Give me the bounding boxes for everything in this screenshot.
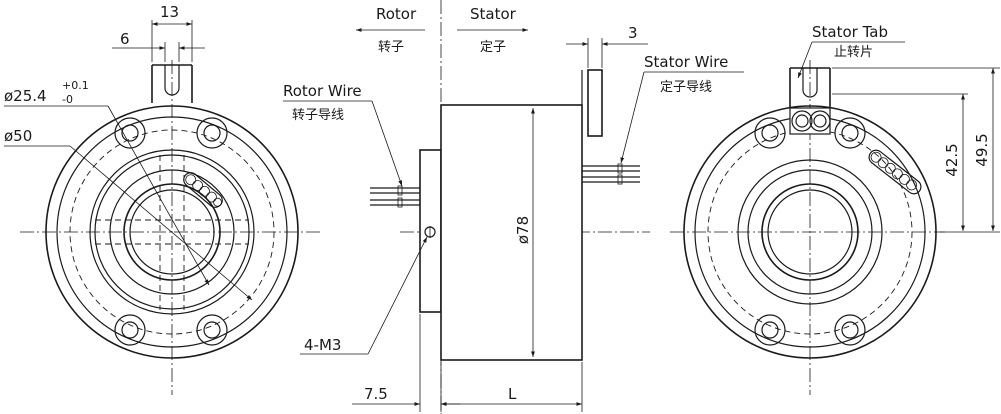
left-front-view: 13 6 ø25.4 +0.1 -0 ø50: [4, 3, 322, 395]
stator-tab-plate: [587, 69, 603, 137]
stator-wires: [582, 163, 640, 185]
right-mounting-holes: [754, 117, 866, 346]
left-mounting-holes: [114, 117, 228, 346]
label-rotor-cn: 转子: [378, 40, 404, 55]
label-stator: Stator: [470, 5, 517, 23]
side-view: Rotor 转子 Stator 定子: [283, 0, 744, 414]
right-tab-slot: [802, 68, 818, 98]
left-stator-tab: [151, 64, 193, 103]
dim-body-diameter: ø78: [514, 216, 532, 244]
bore-leader: [107, 105, 210, 286]
label-rotor-wire: Rotor Wire: [283, 82, 362, 100]
label-stator-cn: 定子: [480, 40, 506, 55]
rotor-flange: [419, 149, 442, 313]
right-bolt-circle: [707, 129, 913, 335]
label-rotor-wire-cn: 转子导线: [292, 108, 344, 123]
dim-height-b: 49.5: [973, 133, 991, 166]
dim-tab-thickness: 3: [628, 24, 638, 42]
label-stator-wire-cn: 定子导线: [660, 80, 712, 95]
right-wire-bundle: [868, 149, 922, 195]
right-hub-inner: [747, 169, 873, 295]
left-tab-slot: [164, 65, 180, 96]
left-bore-chamfer: [129, 189, 215, 275]
stator-body: [440, 104, 583, 361]
dim-flange-depth: 7.5: [364, 385, 388, 403]
left-hub-circle: [109, 169, 235, 295]
left-flange-circle: [89, 149, 255, 315]
right-bore-chamfer: [767, 189, 853, 275]
right-bore-circle: [761, 183, 859, 281]
left-bore-circle: [123, 183, 221, 281]
right-outer-circle: [683, 105, 937, 359]
left-flange-inner: [94, 154, 250, 310]
right-rear-view: Stator Tab 止转片 42.5 49.5: [670, 23, 1000, 395]
rotor-wires: [370, 185, 420, 208]
dim-bore-diameter: ø25.4: [4, 87, 47, 105]
left-bolt-circle: [69, 129, 275, 335]
dim-length: L: [508, 385, 517, 403]
left-wire-bundle: [183, 172, 223, 208]
right-hub-circle: [737, 159, 883, 305]
label-stator-tab: Stator Tab: [812, 23, 888, 41]
label-thread: 4-M3: [304, 336, 341, 354]
label-rotor: Rotor: [376, 5, 417, 23]
dim-tab-width: 13: [160, 3, 179, 21]
dim-slot-width: 6: [120, 30, 130, 48]
dim-flange-diameter: ø50: [4, 127, 32, 145]
dim-height-a: 42.5: [943, 143, 961, 176]
right-stator-tab: [789, 67, 831, 108]
left-rim-circle: [56, 116, 288, 348]
label-stator-wire: Stator Wire: [644, 53, 728, 71]
left-outer-circle: [45, 105, 299, 359]
dim-bore-tol-lower: -0: [62, 93, 73, 106]
label-stator-tab-cn: 止转片: [834, 45, 873, 60]
flange-leader: [69, 145, 253, 301]
dim-bore-tol-upper: +0.1: [62, 79, 89, 92]
